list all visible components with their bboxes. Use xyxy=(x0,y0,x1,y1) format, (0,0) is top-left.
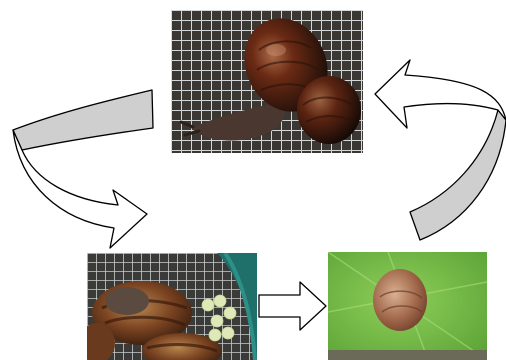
right-curved-arrow xyxy=(375,60,506,240)
block-arrow xyxy=(259,282,326,330)
left-curved-arrow xyxy=(13,90,153,248)
